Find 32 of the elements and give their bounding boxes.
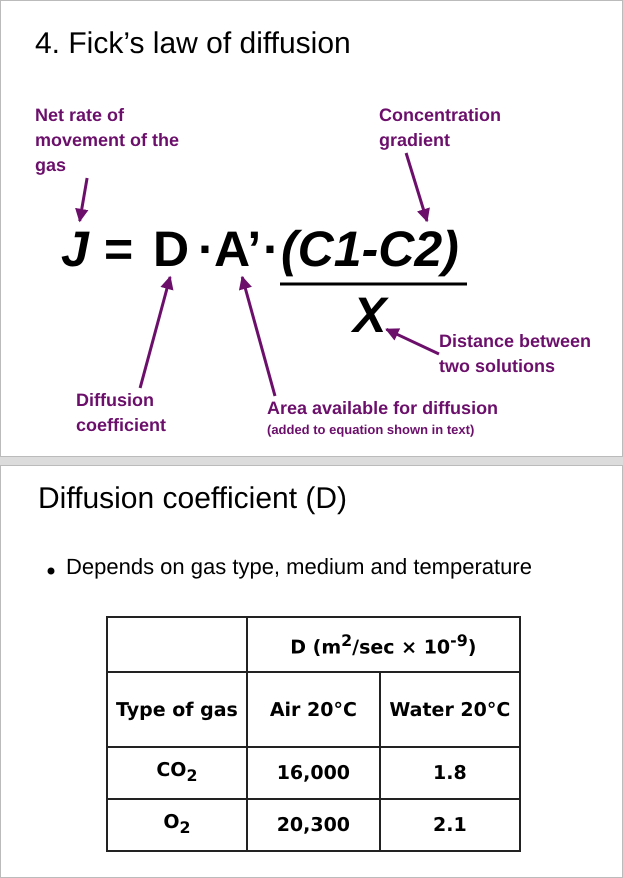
annotation-text: Concentration gradient xyxy=(379,103,539,153)
column-header: D (m$^{2}$/sec × 10$^{-9}$) xyxy=(246,617,520,672)
column-header: Air 20°C xyxy=(246,672,380,747)
equation-symbol: A’ xyxy=(214,221,262,277)
equation-symbol: J xyxy=(61,221,89,277)
data-value: 2.1 xyxy=(380,799,520,851)
leader-arrow xyxy=(75,178,89,222)
annotation-text: Area available for diffusion xyxy=(267,397,498,420)
data-value: 16,000 xyxy=(246,747,380,799)
annotation-text: Net rate of movement of the gas xyxy=(35,103,215,178)
bullet-text: Depends on gas type, medium and temperature xyxy=(66,554,532,580)
equation-term: (C1-C2) xyxy=(281,221,459,277)
column-header: Water 20°C xyxy=(380,672,520,747)
multiplication-dot: · xyxy=(198,221,215,277)
leader-arrow xyxy=(385,328,440,356)
equation-symbol: X xyxy=(353,287,386,343)
leader-arrow xyxy=(138,276,174,388)
section-heading: Diffusion coefficient (D) xyxy=(38,482,348,516)
row-header: Type of gas xyxy=(107,672,247,747)
annotation-text: Diffusion coefficient xyxy=(76,388,196,438)
leader-arrow xyxy=(238,276,276,396)
multiplication-dot: · xyxy=(263,221,280,277)
annotation-text: Distance between two solutions xyxy=(439,329,619,379)
row-header: O$_{2}$ xyxy=(107,799,247,851)
equals-sign: = xyxy=(104,221,134,277)
row-header: CO$_{2}$ xyxy=(107,747,247,799)
data-value: 20,300 xyxy=(246,799,380,851)
slide-title: 4. Fick’s law of diffusion xyxy=(35,27,351,61)
equation-symbol: D xyxy=(153,221,190,277)
data-value: 1.8 xyxy=(380,747,520,799)
leader-arrow xyxy=(404,152,430,222)
annotation-note: (added to equation shown in text) xyxy=(267,421,476,439)
